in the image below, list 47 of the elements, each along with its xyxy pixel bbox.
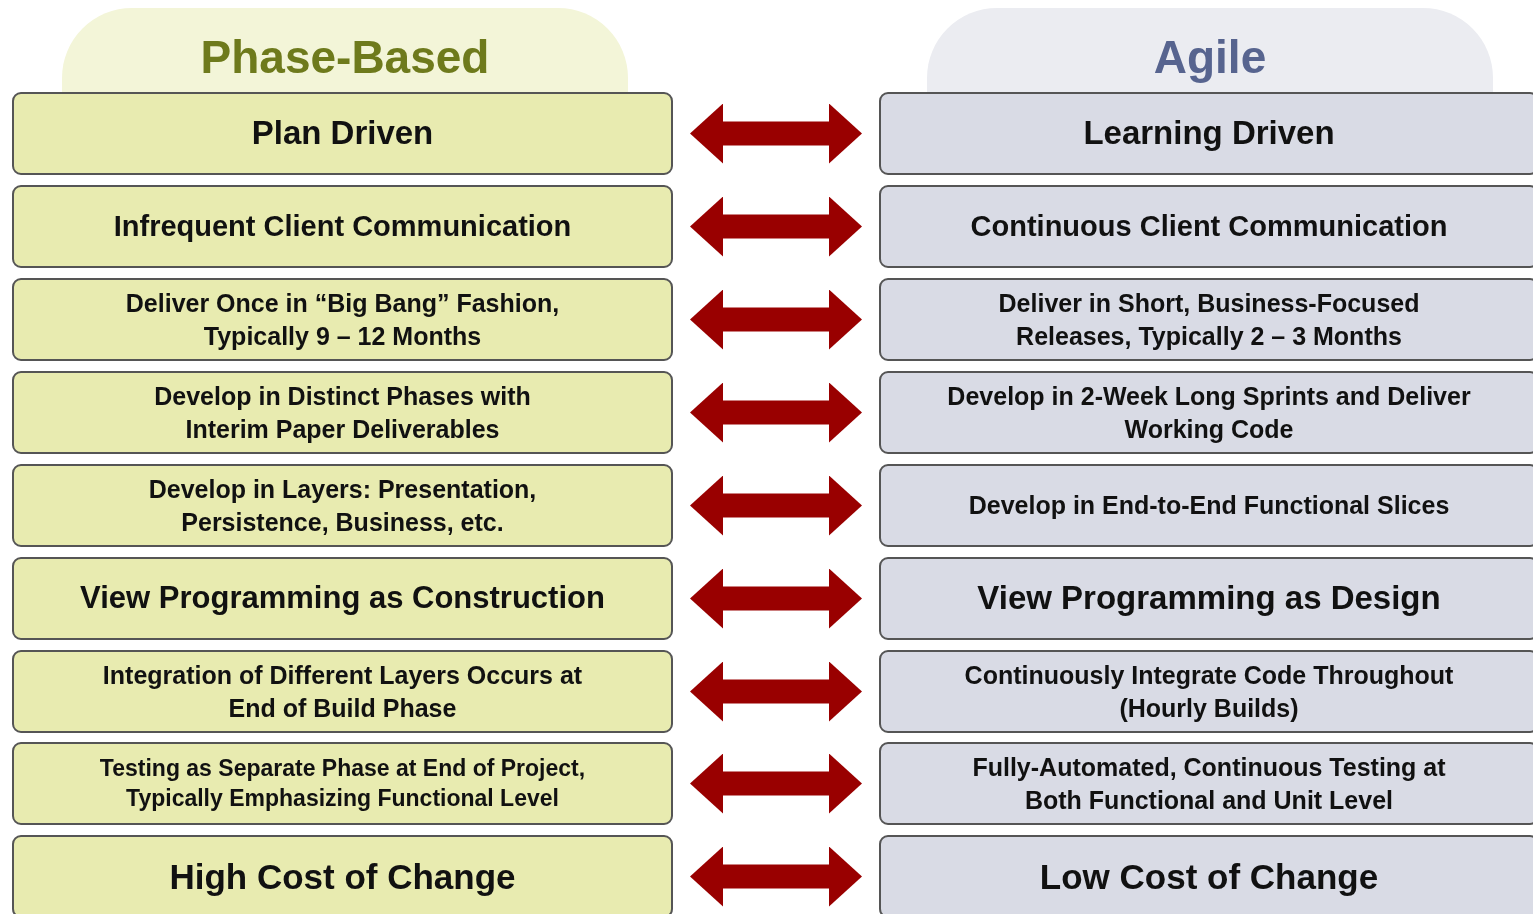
column-heading: Phase-Based <box>200 30 490 84</box>
double-arrow <box>690 196 862 257</box>
comparison-text: Deliver in Short, Business-Focused Releases, Typically 2 – 3 Months <box>997 288 1421 352</box>
column-heading: Agile <box>1153 30 1267 84</box>
comparison-text: Deliver Once in “Big Bang” Fashion, Typically 9 – 12 Months <box>124 288 561 352</box>
comparison-box <box>879 557 1533 640</box>
double-arrow <box>690 289 862 350</box>
comparison-box <box>12 278 673 361</box>
comparison-box <box>12 650 673 733</box>
comparison-box <box>12 464 673 547</box>
comparison-box <box>879 92 1533 175</box>
comparison-text: Testing as Separate Phase at End of Project, Typically Emphasizing Functional Level <box>98 753 587 813</box>
comparison-text: Develop in Layers: Presentation, Persistence, Business, etc. <box>147 474 538 538</box>
comparison-text: Develop in Distinct Phases with Interim Paper Deliverables <box>153 381 532 445</box>
comparison-box <box>879 742 1533 825</box>
comparison-text: Plan Driven <box>251 113 434 154</box>
double-arrow <box>690 661 862 722</box>
double-arrow <box>690 568 862 629</box>
comparison-text: Continuously Integrate Code Throughout (Hourly Builds) <box>963 660 1455 724</box>
comparison-text: High Cost of Change <box>169 855 516 898</box>
comparison-text: Develop in End-to-End Functional Slices <box>968 490 1450 522</box>
comparison-text: Low Cost of Change <box>1039 855 1379 898</box>
comparison-box <box>879 835 1533 914</box>
comparison-box <box>12 371 673 454</box>
comparison-text: View Programming as Construction <box>80 579 605 618</box>
comparison-box <box>879 185 1533 268</box>
comparison-text: Develop in 2-Week Long Sprints and Deliver Working Code <box>946 381 1472 445</box>
comparison-text: Fully-Automated, Continuous Testing at Both Functional and Unit Level <box>971 752 1447 816</box>
double-arrow <box>690 103 862 164</box>
comparison-box <box>879 464 1533 547</box>
comparison-box <box>12 742 673 825</box>
comparison-text: Integration of Different Layers Occurs at End of Build Phase <box>101 660 584 724</box>
comparison-box <box>12 92 673 175</box>
comparison-box <box>12 557 673 640</box>
comparison-box <box>879 650 1533 733</box>
double-arrow <box>690 475 862 536</box>
double-arrow <box>690 382 862 443</box>
double-arrow <box>690 846 862 907</box>
comparison-text: View Programming as Design <box>977 578 1441 619</box>
comparison-box <box>879 371 1533 454</box>
comparison-box <box>12 185 673 268</box>
comparison-text: Continuous Client Communication <box>970 208 1448 244</box>
comparison-text: Infrequent Client Communication <box>113 208 572 244</box>
comparison-box <box>879 278 1533 361</box>
double-arrow <box>690 753 862 814</box>
comparison-box <box>12 835 673 914</box>
comparison-text: Learning Driven <box>1083 113 1335 154</box>
